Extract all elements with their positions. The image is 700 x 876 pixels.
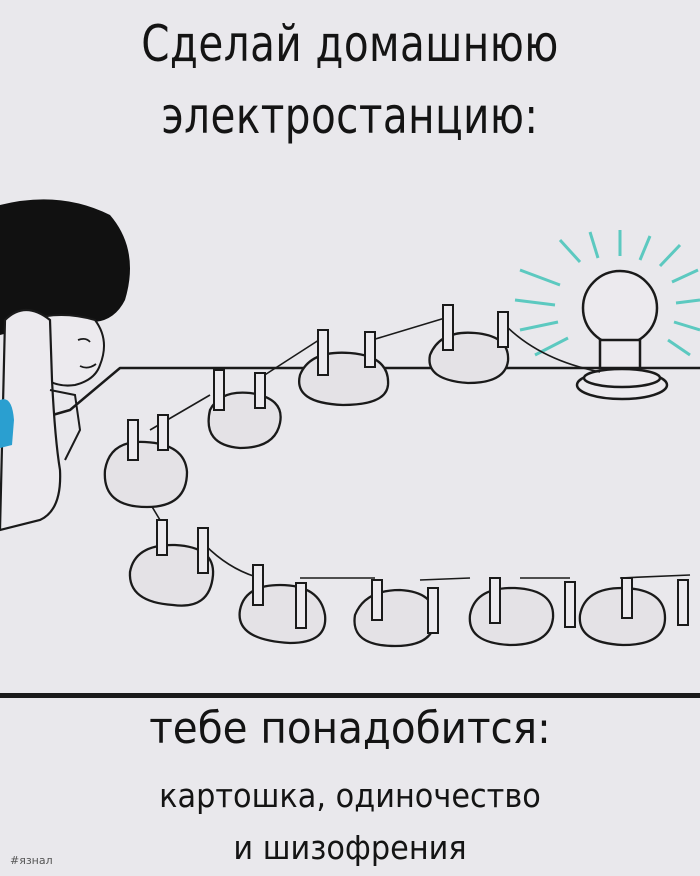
potato-power-illustration [0,199,700,648]
divider-line [0,693,700,698]
bulb-glow [514,230,700,357]
requirements-heading: тебе понадобится: [149,703,551,754]
header-line-2: электростанцию: [161,87,539,145]
light-bulb [575,269,669,401]
header-line-1: Сделай домашнюю [141,15,559,73]
requirements-line-2: и шизофрения [233,828,467,867]
requirements-line-1: картошка, одиночество [159,776,541,815]
watermark-hashtag: #язнал [10,854,53,867]
electrodes [127,304,689,634]
boy-figure [0,199,130,532]
